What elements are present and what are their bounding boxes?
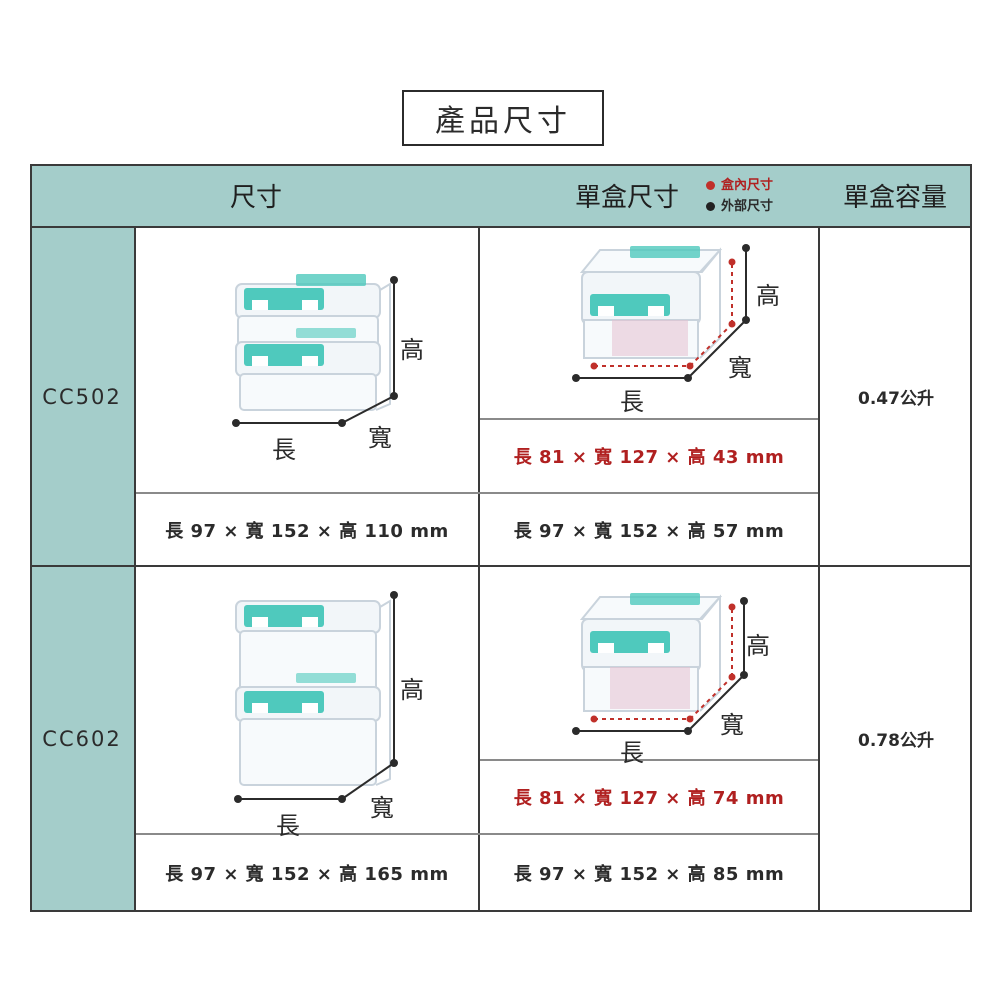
header-box-size: 單盒尺寸 (574, 182, 679, 213)
single-box-illustration (572, 593, 748, 735)
divider (480, 418, 818, 420)
divider (136, 833, 818, 835)
red-dot-icon (706, 181, 715, 190)
height-label: 高 (746, 632, 770, 660)
legend: 盒內尺寸 外部尺寸 (706, 175, 773, 217)
cell-inner-1 (480, 420, 818, 492)
height-label: 高 (756, 282, 780, 310)
divider (30, 226, 972, 228)
length-label: 長 (620, 388, 644, 416)
page-title: 產品尺寸 (402, 90, 604, 146)
divider (30, 565, 972, 567)
legend-outer: 外部尺寸 (706, 196, 773, 217)
divider (818, 226, 820, 912)
divider (970, 164, 972, 912)
cell-inner-2 (480, 761, 818, 833)
height-label: 高 (400, 676, 424, 704)
divider (30, 164, 972, 166)
cell-stackdim-1 (136, 494, 478, 565)
single-box-illustration (572, 244, 750, 382)
model-label: CC602 (42, 726, 122, 751)
height-label: 高 (400, 336, 424, 364)
stacked-box-illustration (232, 274, 398, 427)
cell-stackdim-2 (136, 835, 478, 910)
divider (30, 164, 32, 912)
width-label: 寬 (720, 711, 744, 739)
outer-dims: 長 97 × 寬 152 × 高 57 mm (513, 520, 785, 542)
width-label: 寬 (370, 794, 394, 822)
black-dot-icon (706, 202, 715, 211)
width-label: 寬 (728, 354, 752, 382)
inner-dims: 長 81 × 寬 127 × 高 43 mm (513, 447, 785, 468)
inner-dims: 長 81 × 寬 127 × 高 74 mm (513, 788, 785, 809)
header-capacity: 單盒容量 (842, 182, 947, 213)
width-label: 寬 (368, 424, 392, 452)
length-label: 長 (272, 436, 296, 464)
divider (30, 910, 972, 912)
capacity: 0.47公升 (858, 389, 934, 409)
cell-cap-1 (820, 228, 970, 565)
header-size: 尺寸 (229, 182, 282, 213)
cell-outer-2 (480, 835, 818, 910)
divider (480, 759, 818, 761)
divider (136, 492, 818, 494)
legend-inner: 盒內尺寸 (706, 175, 773, 196)
capacity: 0.78公升 (858, 731, 934, 751)
outer-dims: 長 97 × 寬 152 × 高 85 mm (513, 863, 785, 885)
divider (134, 226, 136, 912)
divider (478, 226, 480, 912)
stack-dims: 長 97 × 寬 152 × 高 110 mm (165, 520, 449, 542)
cell-cap-2 (820, 567, 970, 910)
length-label: 長 (276, 812, 300, 840)
model-label: CC502 (42, 384, 122, 409)
stacked-box-illustration (234, 591, 398, 803)
stack-dims: 長 97 × 寬 152 × 高 165 mm (165, 863, 449, 885)
cell-outer-1 (480, 494, 818, 565)
length-label: 長 (620, 739, 644, 767)
